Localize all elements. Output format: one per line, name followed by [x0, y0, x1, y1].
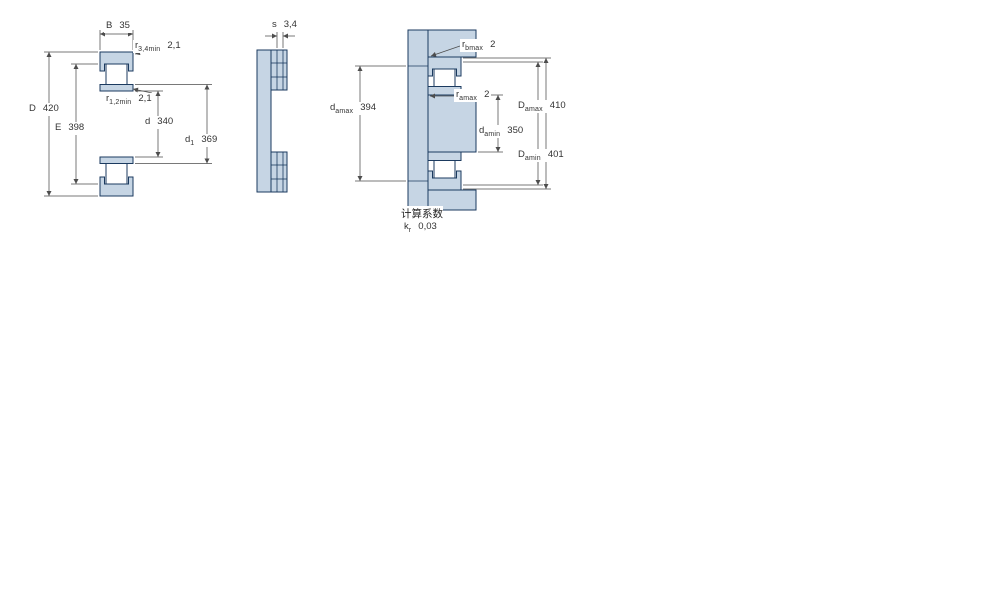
dim-value: 420 — [42, 103, 59, 114]
roller-bottom — [105, 163, 128, 185]
dim-subscript: amax — [459, 94, 478, 102]
dim-base: d — [479, 125, 485, 136]
dim-subscript: 1 — [190, 139, 195, 147]
dim-base: E — [55, 122, 62, 133]
dim-r34-label: r3,4min 2,1 — [133, 40, 183, 53]
dim-d-label: d 340 — [143, 116, 176, 129]
dim-value: 2,1 — [167, 40, 181, 51]
dim-value: 350 — [507, 125, 524, 136]
dim-base: D — [518, 149, 525, 160]
dim-rb-label: rbmax 2 — [460, 39, 498, 52]
side-view-dimension-lines — [265, 32, 295, 48]
dim-value: 410 — [549, 100, 566, 111]
dim-subscript: 1,2min — [109, 98, 132, 106]
front-view-drawing — [44, 30, 212, 197]
dim-B-label: B 35 — [104, 20, 132, 33]
outer-ring-side — [256, 49, 272, 193]
dim-subscript: 3,4min — [138, 45, 161, 53]
dim-ra-label: ramax 2 — [454, 89, 492, 102]
dim-base: r — [462, 39, 466, 50]
dim-value: 401 — [547, 149, 564, 160]
dim-base: D — [29, 103, 36, 114]
shoulder-wall — [407, 29, 429, 211]
dim-subscript: amin — [484, 130, 501, 138]
dim-base: r — [135, 40, 139, 51]
factor-base: k — [404, 221, 409, 232]
dim-subscript: amax — [524, 105, 543, 113]
dim-subscript: bmax — [465, 44, 484, 52]
dim-subscript: amin — [524, 154, 541, 162]
ring-section-top — [270, 49, 288, 91]
dim-damin-label: damin 350 — [477, 125, 526, 138]
mounting-view-drawing — [355, 29, 551, 211]
dim-base: r — [456, 89, 460, 100]
dim-base: d — [185, 134, 191, 145]
dim-d1-label: d1 369 — [183, 134, 220, 147]
dim-value: 35 — [119, 20, 130, 31]
dim-value: 2,1 — [138, 93, 152, 104]
dim-base: D — [518, 100, 525, 111]
calculation-factor-kr: kr 0,03 — [402, 221, 439, 234]
dim-s-label: s 3,4 — [270, 19, 299, 32]
dim-value: 369 — [201, 134, 218, 145]
ring-section-bottom — [270, 151, 288, 193]
dim-D-label: D 420 — [27, 103, 61, 116]
dim-r12-label: r1,2min 2,1 — [104, 93, 154, 106]
dim-base: B — [106, 20, 113, 31]
dim-value: 398 — [68, 122, 85, 133]
dim-base: d — [145, 116, 151, 127]
outer-ring-top — [427, 56, 462, 77]
dim-E-label: E 398 — [53, 122, 87, 135]
dim-value: 2 — [484, 89, 490, 100]
inner-ring-bottom — [99, 156, 134, 164]
dim-value: 394 — [360, 102, 377, 113]
dim-damax-label: damax 394 — [328, 102, 379, 115]
mounting-view-dimension-lines — [355, 45, 551, 190]
factor-subscript: r — [408, 226, 412, 234]
dim-Damin-label: Damin 401 — [516, 149, 566, 162]
outer-ring-bottom — [427, 170, 462, 191]
side-view-drawing — [256, 32, 295, 193]
factor-value: 0,03 — [418, 221, 437, 232]
outer-ring-bottom — [99, 176, 134, 197]
dim-value: 2 — [490, 39, 496, 50]
dim-subscript: amax — [335, 107, 354, 115]
outer-ring-top — [99, 51, 134, 72]
shaft — [427, 94, 477, 153]
dim-value: 340 — [157, 116, 174, 127]
dim-Damax-label: Damax 410 — [516, 100, 568, 113]
dim-value: 3,4 — [283, 19, 297, 30]
roller-top — [433, 68, 456, 87]
dim-base: d — [330, 102, 336, 113]
dim-base: s — [272, 19, 277, 30]
calculation-factor-title: 计算系数 — [401, 206, 443, 221]
roller-top — [105, 63, 128, 85]
roller-bottom — [433, 160, 456, 179]
dim-base: r — [106, 93, 110, 104]
inner-ring-bottom — [427, 151, 462, 161]
inner-ring-top — [99, 84, 134, 92]
